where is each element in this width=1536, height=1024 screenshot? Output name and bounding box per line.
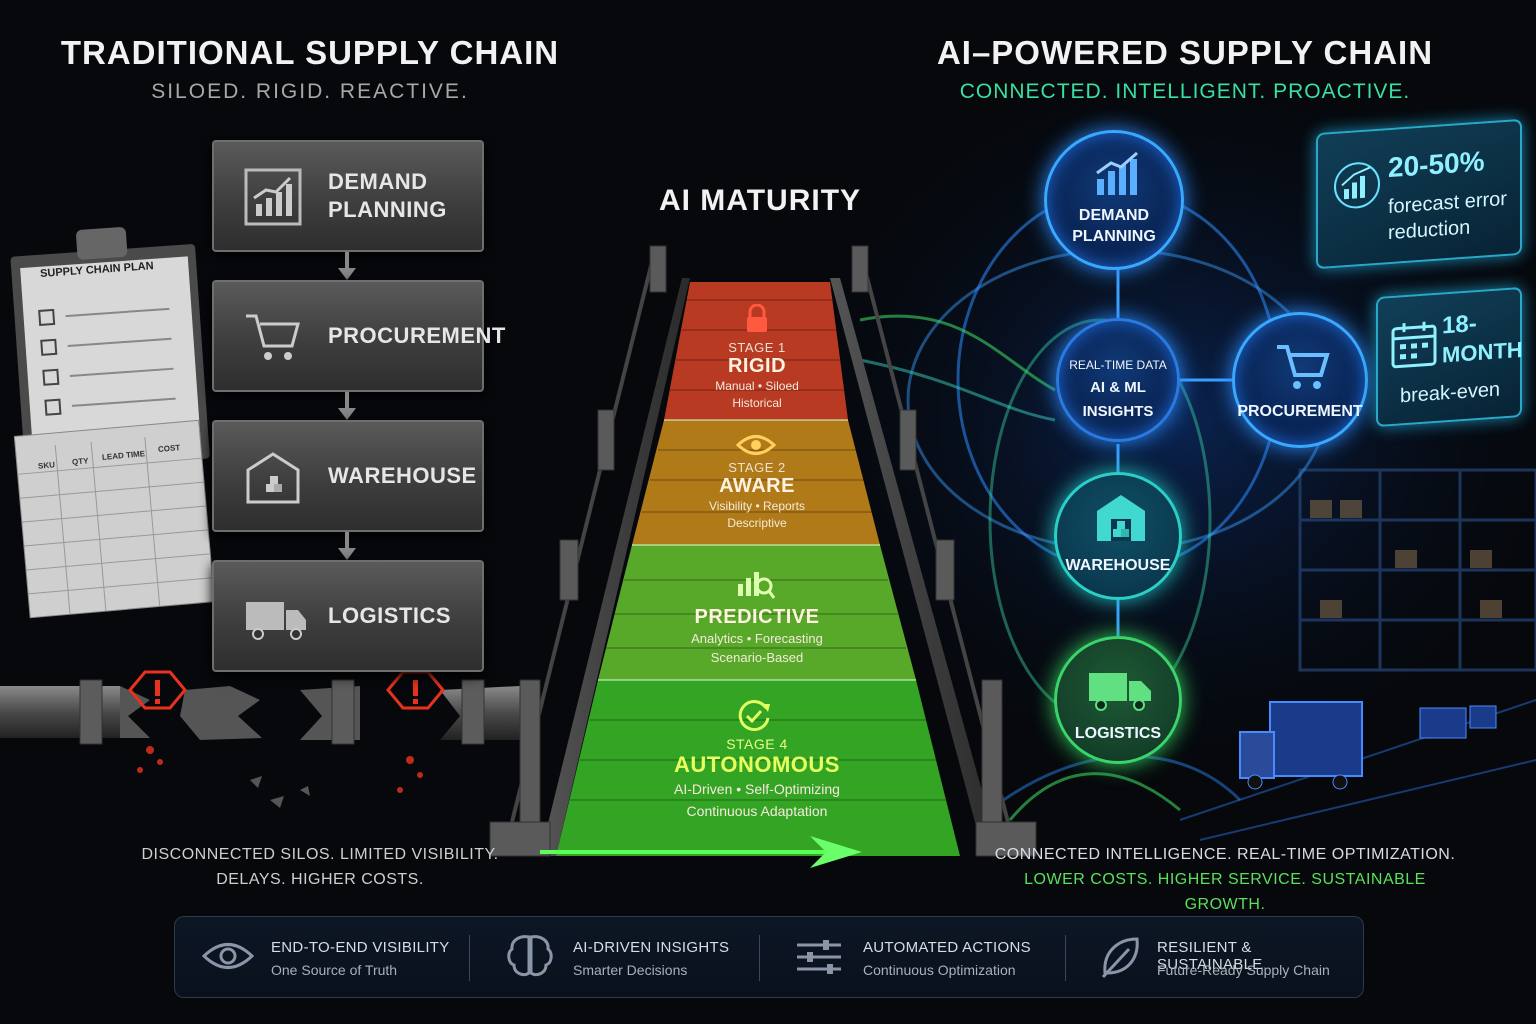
trad-step-logistics: LOGISTICS bbox=[212, 560, 484, 672]
ai-node-demand-planning: DEMAND PLANNING bbox=[1044, 130, 1184, 270]
stage-rigid: STAGE 1 RIGID Manual • Siloed Historical bbox=[715, 340, 799, 410]
sheet-header-sku: SKU bbox=[37, 460, 56, 471]
check-cycle-icon bbox=[738, 700, 770, 732]
leaf-icon bbox=[1101, 937, 1139, 979]
warehouse-icon bbox=[246, 452, 300, 504]
calendar-icon bbox=[1391, 321, 1437, 369]
feature-resilient: RESILIENT & SUSTAINABLE Future-Ready Sup… bbox=[1099, 917, 1359, 999]
ai-node-logistics: LOGISTICS bbox=[1054, 636, 1182, 764]
cart-icon bbox=[1277, 345, 1330, 389]
feature-bar: END-TO-END VISIBILITY One Source of Trut… bbox=[174, 916, 1364, 998]
divider bbox=[469, 935, 470, 981]
maturity-title: AI MATURITY bbox=[658, 184, 862, 217]
stat-forecast-error: 20-50% forecast error reduction bbox=[1316, 118, 1522, 270]
traditional-subtitle: SILOED. RIGID. REACTIVE. bbox=[151, 80, 469, 103]
sliders-icon bbox=[797, 940, 841, 974]
arrow-down-icon bbox=[338, 532, 356, 560]
arrow-down-icon bbox=[338, 252, 356, 280]
truck-icon bbox=[246, 602, 306, 640]
trad-step-warehouse: WAREHOUSE bbox=[212, 420, 484, 532]
trad-step-demand-planning: DEMAND PLANNING bbox=[212, 140, 484, 252]
stat-break-even: 18- MONTH break-even bbox=[1376, 286, 1523, 428]
arrow-down-icon bbox=[338, 392, 356, 420]
feature-insights: AI-DRIVEN INSIGHTS Smarter Decisions bbox=[505, 917, 765, 999]
sheet-header-qty: QTY bbox=[71, 456, 89, 467]
ai-footnote: CONNECTED INTELLIGENCE. REAL-TIME OPTIMI… bbox=[994, 846, 1456, 913]
ai-node-warehouse: WAREHOUSE bbox=[1054, 472, 1182, 600]
cart-icon bbox=[246, 314, 300, 360]
trad-step-label: WAREHOUSE bbox=[328, 463, 477, 488]
brain-icon bbox=[507, 935, 553, 977]
ai-hub: REAL-TIME DATA AI & ML INSIGHTS bbox=[1056, 318, 1180, 442]
divider bbox=[759, 935, 760, 981]
analytics-icon bbox=[738, 572, 776, 599]
feature-visibility: END-TO-END VISIBILITY One Source of Trut… bbox=[201, 917, 471, 999]
ai-subtitle: CONNECTED. INTELLIGENT. PROACTIVE. bbox=[959, 80, 1411, 103]
lock-icon bbox=[747, 304, 767, 332]
stage-predictive: PREDICTIVE Analytics • Forecasting Scena… bbox=[691, 606, 823, 665]
eye-icon bbox=[201, 943, 255, 969]
growth-chart-icon bbox=[1334, 162, 1380, 209]
ai-title: AI–POWERED SUPPLY CHAIN bbox=[936, 34, 1434, 71]
divider bbox=[1065, 935, 1066, 981]
traditional-footnote: DISCONNECTED SILOS. LIMITED VISIBILITY. … bbox=[141, 846, 499, 888]
eye-icon bbox=[736, 435, 776, 455]
trad-step-label: LOGISTICS bbox=[328, 603, 452, 628]
trad-step-label: PROCUREMENT bbox=[328, 323, 506, 348]
bar-chart-icon bbox=[1096, 151, 1138, 195]
truck-icon bbox=[1089, 673, 1151, 711]
trad-step-procurement: PROCUREMENT bbox=[212, 280, 505, 392]
sheet-header-cost: COST bbox=[157, 443, 181, 454]
feature-automated: AUTOMATED ACTIONS Continuous Optimizatio… bbox=[795, 917, 1065, 999]
stage-aware: STAGE 2 AWARE Visibility • Reports Descr… bbox=[708, 460, 805, 530]
trad-step-label: DEMAND PLANNING bbox=[328, 169, 447, 222]
ai-node-procurement: PROCUREMENT bbox=[1232, 312, 1368, 448]
warehouse-icon bbox=[1097, 495, 1145, 541]
bar-chart-icon bbox=[244, 168, 302, 226]
traditional-title: TRADITIONAL SUPPLY CHAIN bbox=[60, 34, 560, 71]
stage-autonomous: STAGE 4 AUTONOMOUS AI-Driven • Self-Opti… bbox=[674, 736, 840, 819]
warning-icon bbox=[128, 670, 445, 710]
